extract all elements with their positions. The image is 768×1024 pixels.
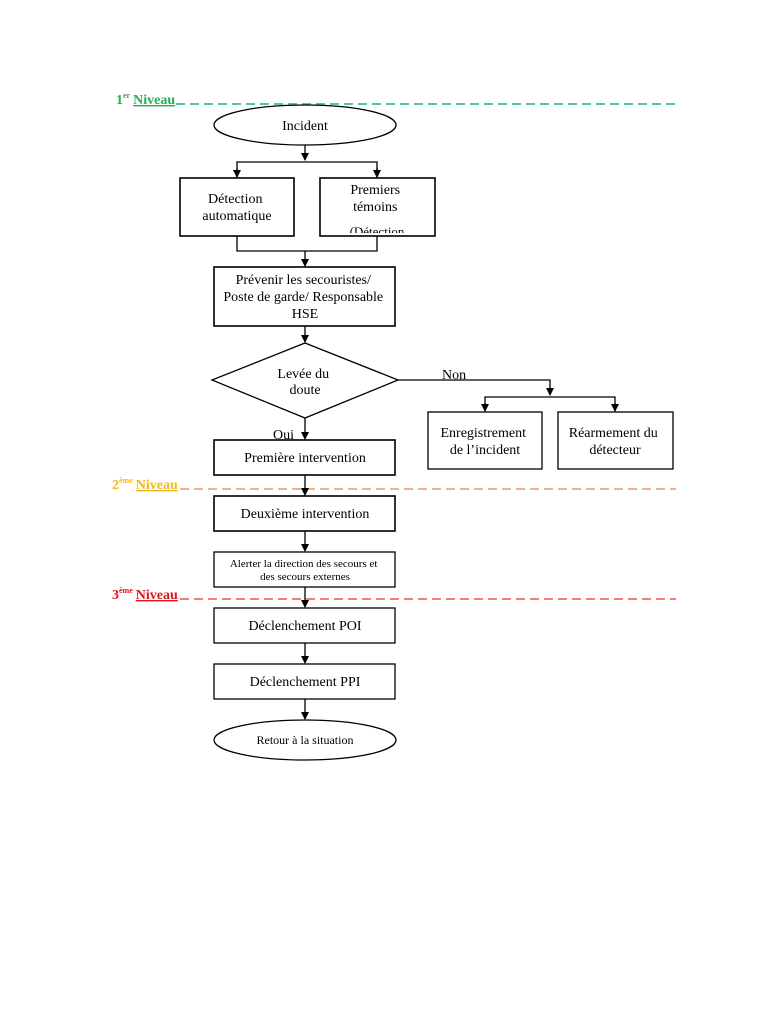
connectors — [233, 145, 619, 720]
node-detection-line-2: automatique — [202, 209, 271, 224]
node-levee-du-doute: Levée du doute — [210, 342, 400, 419]
edge-label-non: Non — [442, 368, 466, 383]
node-alerter-line-1: Alerter la direction des secours et — [230, 558, 378, 570]
connector-non-branch — [398, 379, 554, 396]
node-alerter-line-2: des secours externes — [260, 571, 350, 583]
node-poi-label: Déclenchement POI — [248, 619, 361, 634]
svg-text:Détection automatique: Détection automatique — [202, 192, 271, 224]
svg-text:Levée du doute: Levée du doute — [277, 367, 332, 398]
node-retour: Retour à la situation — [213, 719, 397, 761]
svg-text:Prévenir les secouristes/: Prévenir les secouristes/ Poste de garde… — [223, 273, 386, 322]
node-rearmement-line-2: détecteur — [589, 443, 641, 458]
node-enregistrement-line-2: de l’incident — [450, 443, 520, 458]
svg-text:Premiers témoins (: Premiers témoins (Détection — [350, 183, 405, 239]
node-declenchement-poi: Déclenchement POI — [213, 607, 396, 644]
connector-merge-bottom — [236, 236, 378, 252]
svg-text:Alerter la direction des secou: Alerter la direction des secours et des … — [230, 558, 380, 583]
node-retour-label: Retour à la situation — [257, 733, 354, 747]
node-premiere-label: Première intervention — [244, 451, 366, 466]
node-temoins-line-1: Premiers — [350, 183, 400, 198]
node-temoins-line-3: (Détection — [350, 224, 405, 239]
connector-split-top — [236, 161, 378, 177]
node-rearmement-line-1: Réarmement du — [569, 426, 658, 441]
node-prevenir-line-2: Poste de garde/ Responsable — [223, 290, 383, 305]
node-levee-line-1: Levée du — [277, 367, 329, 382]
node-rearmement: Réarmement du détecteur — [557, 411, 674, 470]
node-temoins-line-2: témoins — [353, 200, 397, 215]
svg-text:Enregistrement de l’inci: Enregistrement de l’incident — [440, 426, 529, 458]
node-prevenir-line-1: Prévenir les secouristes/ — [236, 273, 371, 288]
node-levee-line-2: doute — [289, 383, 320, 398]
node-incident-label: Incident — [282, 119, 328, 134]
node-deuxieme-label: Deuxième intervention — [241, 507, 370, 522]
node-declenchement-ppi: Déclenchement PPI — [213, 663, 396, 700]
node-detection-automatique: Détection automatique — [179, 177, 295, 237]
node-deuxieme-intervention: Deuxième intervention — [213, 495, 396, 532]
node-premiers-temoins: Premiers témoins (Détection — [319, 177, 436, 239]
node-ppi-label: Déclenchement PPI — [250, 675, 361, 690]
node-prevenir: Prévenir les secouristes/ Poste de garde… — [213, 266, 396, 327]
node-detection-line-1: Détection — [208, 192, 262, 207]
node-incident: Incident — [213, 104, 397, 146]
node-enregistrement: Enregistrement de l’incident — [427, 411, 543, 470]
node-enregistrement-line-1: Enregistrement — [440, 426, 526, 441]
connector-non-split — [484, 396, 616, 411]
node-alerter: Alerter la direction des secours et des … — [213, 551, 396, 588]
node-prevenir-line-3: HSE — [292, 307, 318, 322]
svg-text:Réarmement du détecteur: Réarmement du détecteur — [569, 426, 662, 458]
node-premiere-intervention: Première intervention — [213, 439, 396, 476]
